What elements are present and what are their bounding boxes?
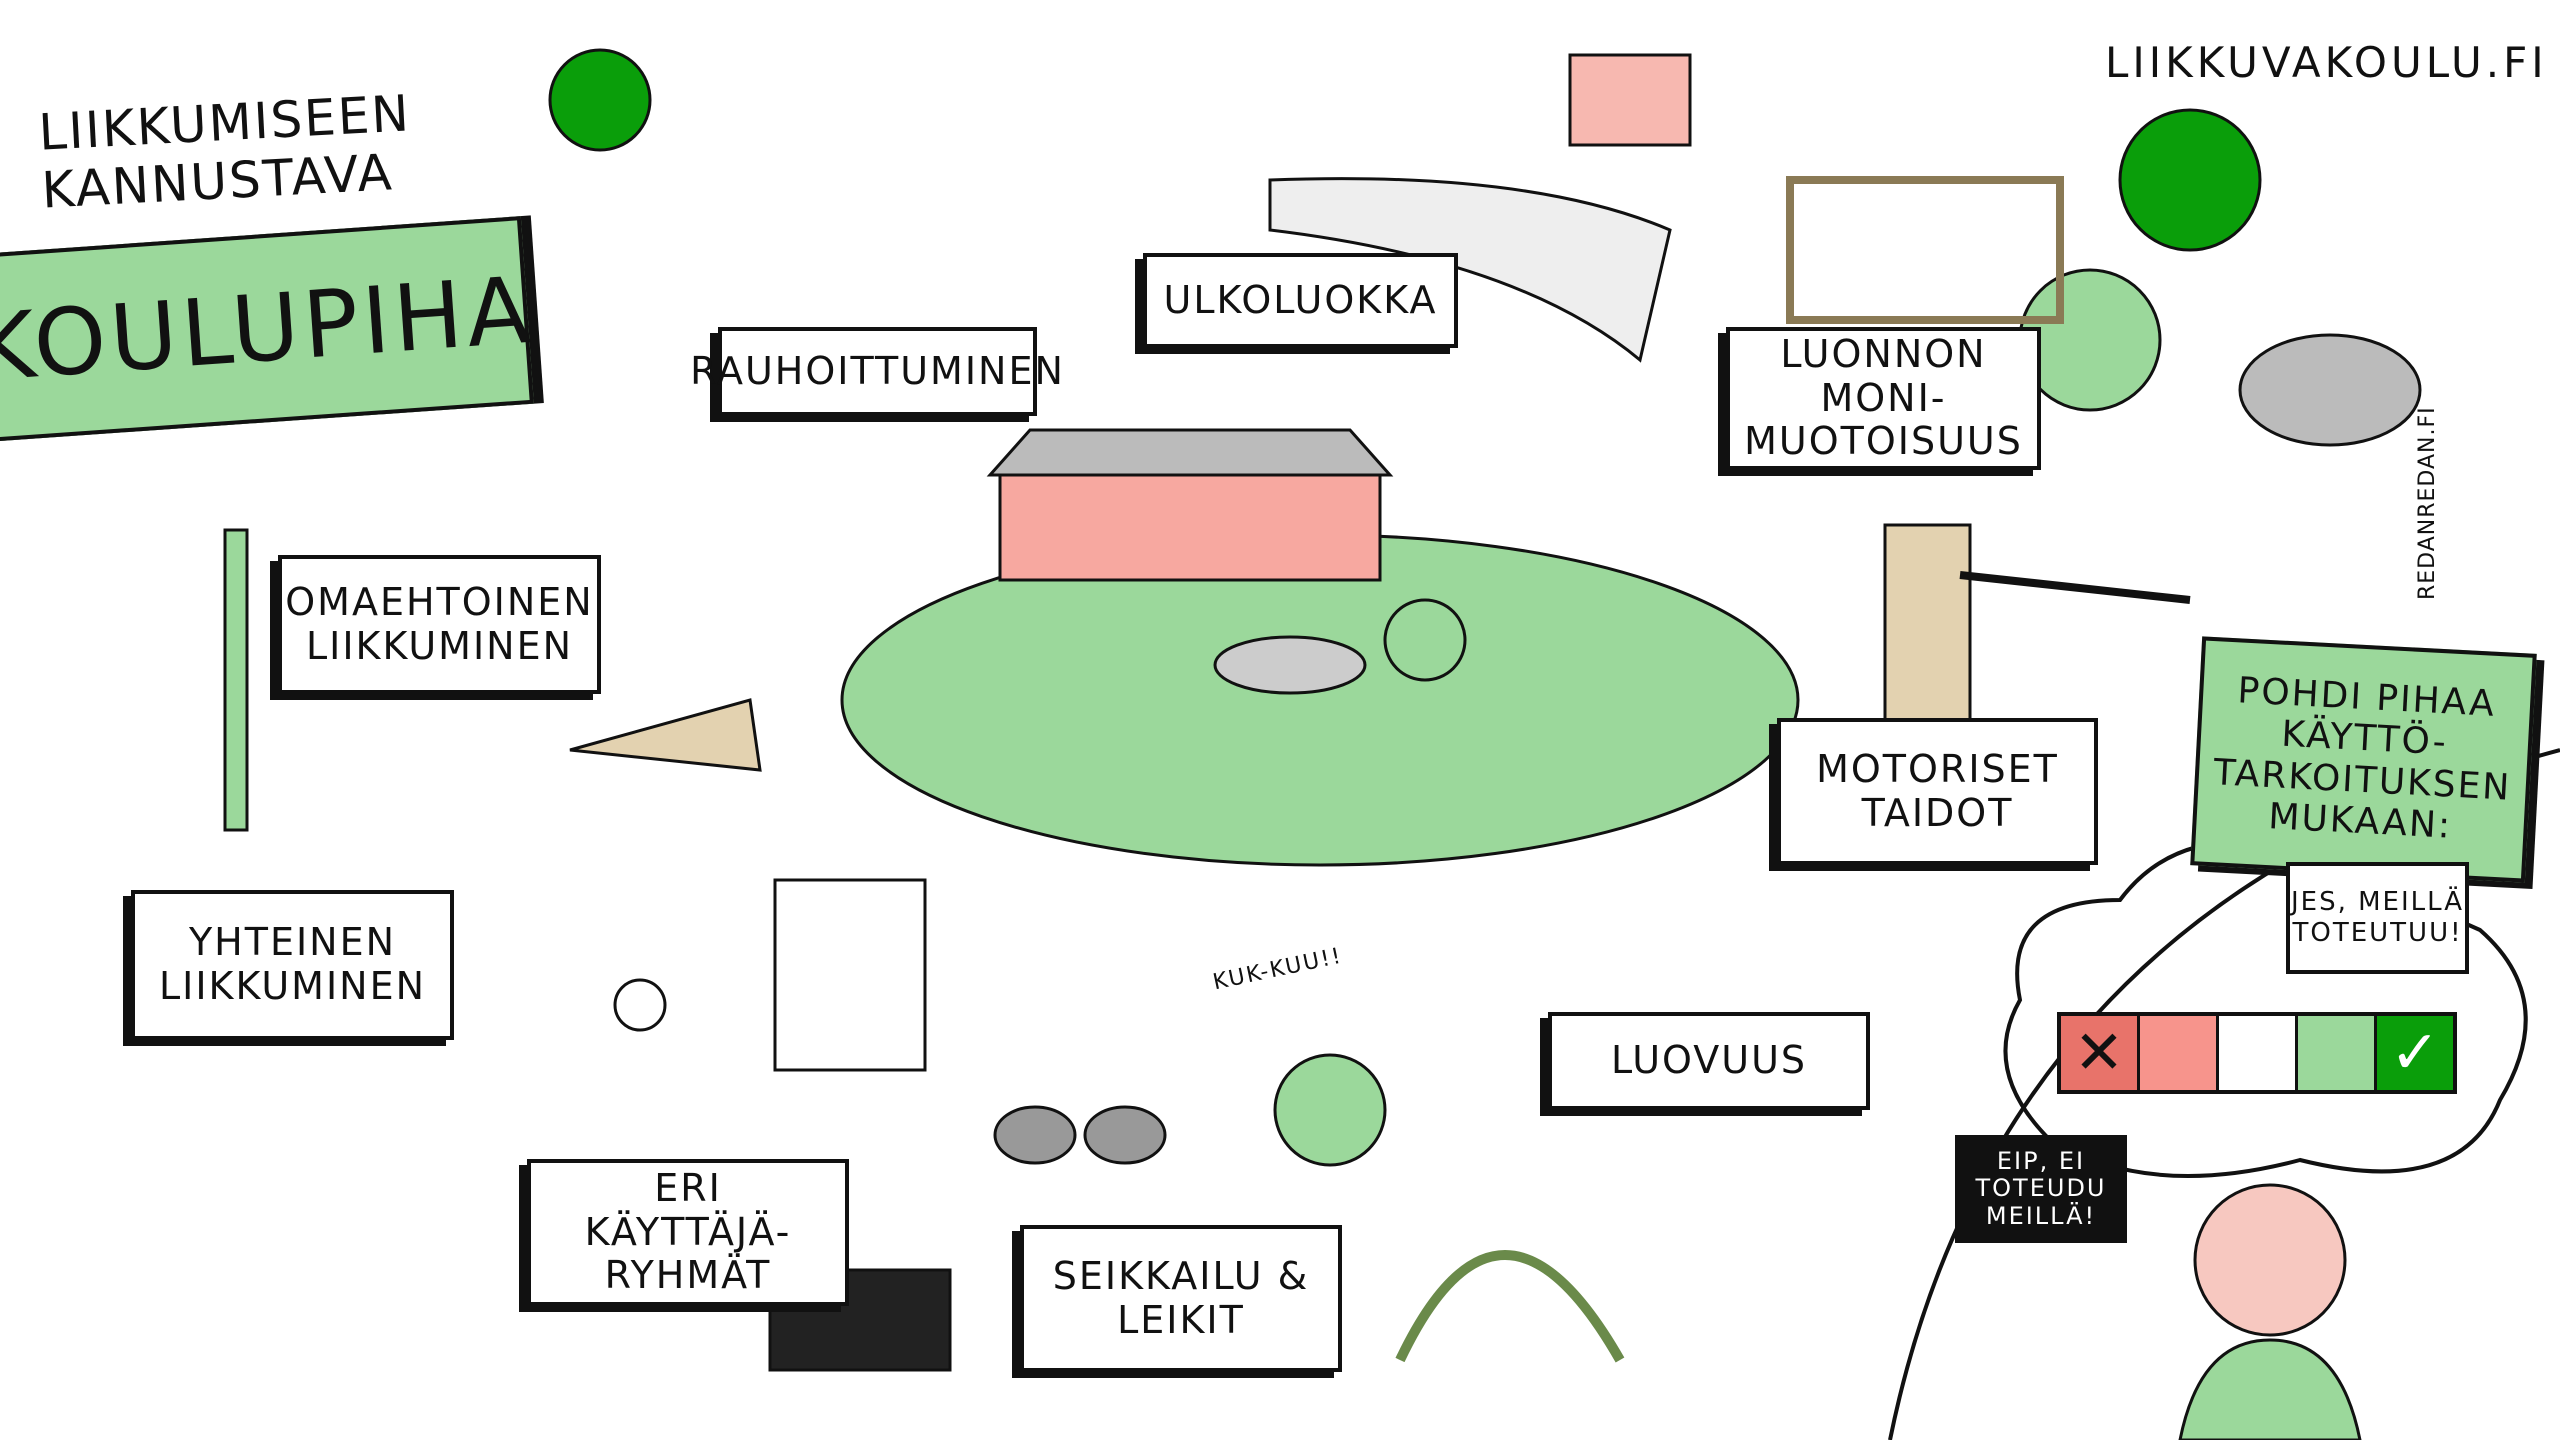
artist-credit: redanredan.fi xyxy=(2415,406,2440,600)
tree xyxy=(1383,598,1467,682)
stone-wall xyxy=(1268,177,1672,363)
scale-step[interactable] xyxy=(2298,1016,2377,1090)
climbing-post xyxy=(1883,523,1972,727)
running-track xyxy=(1213,635,1367,695)
scale-step-yes[interactable]: ✓ xyxy=(2377,1016,2453,1090)
rock xyxy=(1083,1105,1167,1165)
pull-up-bar xyxy=(1959,571,2191,604)
soccer-goal xyxy=(773,878,927,1072)
scale-step[interactable] xyxy=(2219,1016,2298,1090)
tree xyxy=(2118,108,2262,252)
label-omaehtoinen-liikkuminen: Omaehtoinen liikkuminen xyxy=(278,555,601,694)
soccer-ball xyxy=(613,978,667,1032)
scale-step[interactable] xyxy=(2140,1016,2219,1090)
rock xyxy=(2238,333,2422,447)
pergola xyxy=(1786,176,2064,324)
site-url: Liikkuvakoulu.fi xyxy=(2105,38,2548,87)
tree xyxy=(548,48,652,152)
bush xyxy=(1273,1053,1387,1167)
willow-arch xyxy=(1395,1250,1625,1363)
label-luonnon-monimuotoisuus: Luonnon moni-muotoisuus xyxy=(1726,327,2041,470)
skate-ramp xyxy=(569,698,762,772)
rating-scale: ✕ ✓ xyxy=(2057,1012,2457,1094)
label-ulkoluokka: Ulkoluokka xyxy=(1143,253,1458,348)
label-rauhoittuminen: Rauhoittuminen xyxy=(690,327,1063,416)
koulupiha-banner: Koulupiha xyxy=(0,216,537,442)
tree xyxy=(2018,268,2162,412)
rock xyxy=(993,1105,1077,1165)
prompt-box: Pohdi pihaa käyttö-tarkoituksen mukaan: xyxy=(2190,636,2537,883)
schoolyard-lawn xyxy=(840,533,1800,867)
label-motoriset-taidot: Motoriset taidot xyxy=(1777,718,2098,865)
climbing-frame xyxy=(223,528,249,832)
label-seikkailu-leikit: Seikkailu & leikit xyxy=(1020,1225,1342,1372)
scale-step-no[interactable]: ✕ xyxy=(2061,1016,2140,1090)
no-speech-bubble: Eip, ei toteudu meillä! xyxy=(1955,1135,2127,1243)
person-body xyxy=(2178,1338,2362,1440)
school-building xyxy=(998,468,1382,582)
yes-speech-bubble: Jes, meillä toteutuu! xyxy=(2286,862,2469,974)
school-roof xyxy=(986,428,1394,477)
person-head xyxy=(2193,1183,2347,1337)
label-eri-kayttajaryhmat: Eri käyttäjä-ryhmät xyxy=(527,1159,849,1306)
page-title: Liikkumiseen kannustava xyxy=(37,84,415,219)
label-luovuus: Luovuus xyxy=(1548,1012,1870,1110)
house xyxy=(1568,53,1692,147)
label-yhteinen-liikkuminen: Yhteinen liikkuminen xyxy=(131,890,454,1040)
